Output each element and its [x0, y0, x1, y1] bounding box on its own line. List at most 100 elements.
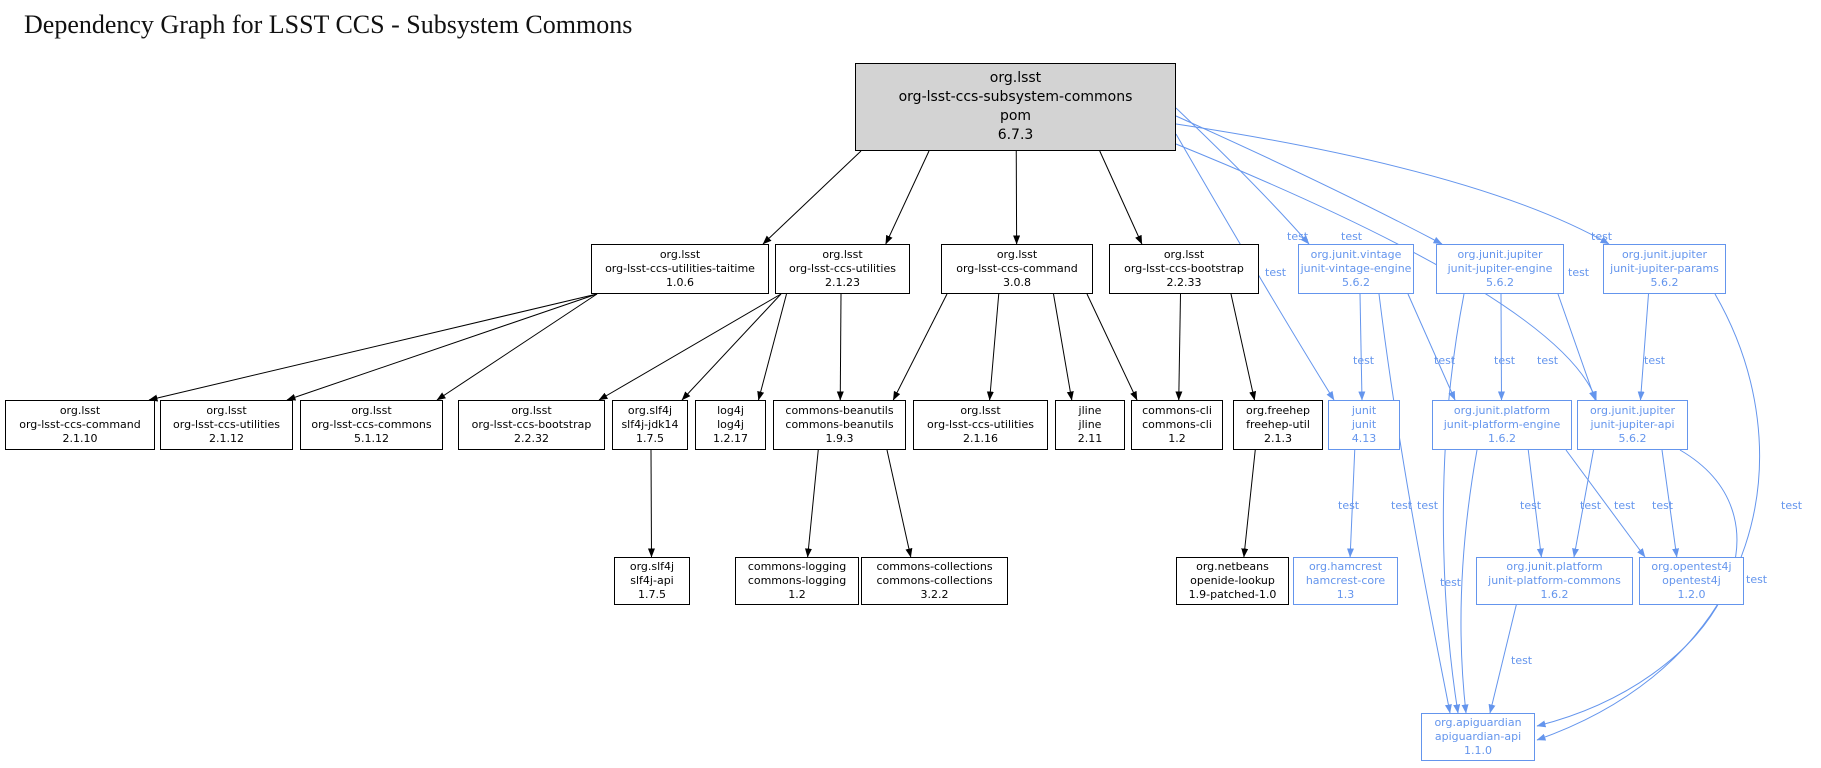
edge-label-root-vintage: test	[1287, 230, 1309, 243]
node-hamcrest-line: 1.3	[1336, 588, 1355, 601]
edge-platform_commons-apiguardian	[1488, 604, 1517, 714]
node-bootstrap2233-line: 2.2.33	[1166, 276, 1202, 289]
node-taitime-line: org.lsst	[659, 248, 701, 261]
node-slf4j_jdk14-line: 1.7.5	[636, 432, 664, 445]
edge-utilities223-bootstrap2232	[598, 293, 782, 401]
node-bootstrap2232-line: org-lsst-ccs-bootstrap	[471, 418, 592, 431]
edge-label-root-jupiter_params: test	[1591, 230, 1613, 243]
edge-root-jupiter_params	[1175, 123, 1610, 245]
node-vintage-line: org.junit.vintage	[1310, 248, 1402, 261]
node-freehep-line: freehep-util	[1246, 418, 1310, 431]
node-log4j-line: 1.2.17	[713, 432, 748, 445]
edge-jupiter_params-jupiter_api	[1637, 293, 1649, 401]
edge-root-junit413	[1175, 133, 1335, 401]
node-platform_engine-line: org.junit.platform	[1453, 404, 1551, 417]
node-jupiter_api-line: junit-jupiter-api	[1590, 418, 1675, 431]
node-bootstrap2233-line: org.lsst	[1163, 248, 1205, 261]
edge-command308-beanutils	[892, 293, 948, 401]
node-jupiter_params-line: org.junit.jupiter	[1621, 248, 1708, 261]
node-junit413-line: 4.13	[1351, 432, 1377, 445]
node-root-line: org-lsst-ccs-subsystem-commons	[898, 89, 1133, 105]
node-jupiter_engine-line: org.junit.jupiter	[1457, 248, 1543, 261]
edge-label-platform_engine-platform_commons: test	[1520, 499, 1542, 512]
node-opentest4j-line: opentest4j	[1662, 574, 1721, 587]
node-root-line: 6.7.3	[997, 127, 1034, 143]
node-apiguardian-line: 1.1.0	[1464, 744, 1492, 757]
edge-label-root-jupiter_engine: test	[1341, 230, 1363, 243]
node-freehep-line: 2.1.3	[1264, 432, 1292, 445]
node-utilities2112-line: org-lsst-ccs-utilities	[173, 418, 280, 431]
node-beanutils-line: commons-beanutils	[785, 404, 894, 417]
node-slf4j_jdk14-line: slf4j-jdk14	[621, 418, 679, 431]
node-commons_logging-line: commons-logging	[747, 574, 847, 587]
edge-jupiter_api-platform_commons	[1572, 449, 1594, 558]
node-vintage-line: junit-vintage-engine	[1300, 262, 1412, 275]
edge-jupiter_engine-platform_engine	[1497, 293, 1505, 401]
edge-taitime-utilities2112	[286, 293, 598, 401]
node-bootstrap2233-line: org-lsst-ccs-bootstrap	[1124, 262, 1244, 275]
edge-vintage-platform_engine	[1407, 293, 1456, 401]
edge-label-platform_engine-opentest4j: test	[1614, 499, 1636, 512]
node-beanutils-line: commons-beanutils	[785, 418, 894, 431]
node-utilities2116-line: org.lsst	[960, 404, 1001, 417]
node-opentest4j-line: 1.2.0	[1677, 588, 1706, 601]
node-opentest4j-line: org.opentest4j	[1651, 560, 1732, 573]
edge-beanutils-commons_logging	[804, 449, 819, 558]
node-log4j-line: log4j	[717, 418, 744, 431]
edge-jupiter_engine-apiguardian	[1442, 293, 1465, 714]
edge-label-jupiter_engine-platform_engine: test	[1494, 354, 1516, 367]
edge-root-taitime	[762, 150, 862, 245]
edge-label-junit413-hamcrest: test	[1338, 499, 1360, 512]
edge-vintage-apiguardian	[1378, 293, 1452, 714]
node-commonscli-line: commons-cli	[1142, 404, 1212, 417]
node-slf4j_jdk14-line: org.slf4j	[627, 404, 673, 417]
edge-label-jupiter_engine-apiguardian: test	[1417, 499, 1439, 512]
edge-taitime-command2110	[148, 293, 598, 402]
node-command2110-line: 2.1.10	[62, 432, 98, 445]
edge-utilities223-beanutils	[836, 293, 844, 401]
edge-label-jupiter_api-apiguardian: test	[1781, 499, 1803, 512]
edge-bootstrap2233-freehep	[1230, 293, 1257, 401]
edge-label-jupiter_api-opentest4j: test	[1652, 499, 1674, 512]
node-commons_collections-line: commons-collections	[876, 560, 993, 573]
node-hamcrest-line: hamcrest-core	[1305, 574, 1386, 587]
node-commonscli-line: commons-cli	[1142, 418, 1212, 431]
node-freehep-line: org.freehep	[1246, 404, 1310, 417]
edge-slf4j_jdk14-slf4j_api	[647, 449, 655, 558]
node-vintage-line: 5.6.2	[1342, 276, 1370, 289]
node-beanutils-line: 1.9.3	[825, 432, 854, 445]
node-command308-line: org-lsst-ccs-command	[956, 262, 1078, 275]
node-slf4j_api-line: slf4j-api	[630, 574, 674, 587]
node-slf4j_api-line: 1.7.5	[638, 588, 666, 601]
edge-beanutils-commons_collections	[886, 449, 913, 558]
node-platform_engine-line: 1.6.2	[1488, 432, 1516, 445]
graph-title: Dependency Graph for LSST CCS - Subsyste…	[24, 10, 633, 39]
node-junit413-line: junit	[1351, 418, 1377, 431]
node-utilities2112-line: 2.1.12	[209, 432, 244, 445]
node-utilities223-line: org-lsst-ccs-utilities	[789, 262, 896, 275]
node-command308-line: 3.0.8	[1003, 276, 1031, 289]
node-commonscli-line: 1.2	[1168, 432, 1186, 445]
node-utilities223-line: org.lsst	[822, 248, 863, 261]
node-slf4j_api-line: org.slf4j	[629, 560, 675, 573]
edge-utilities223-log4j	[757, 293, 787, 401]
node-platform_commons-line: org.junit.platform	[1506, 560, 1603, 573]
